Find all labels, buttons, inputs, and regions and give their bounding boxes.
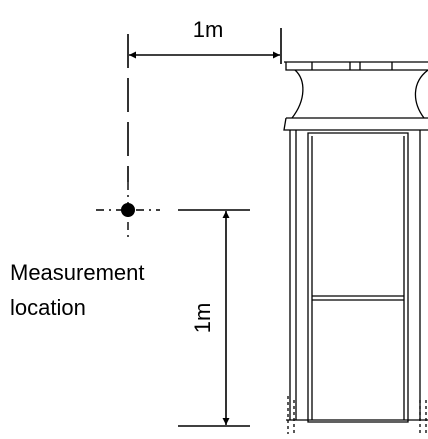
top-ledge (283, 117, 428, 131)
vertical-height-label: 1m (190, 303, 215, 334)
feet (287, 396, 427, 434)
measurement-dot (121, 203, 135, 217)
measurement-label-line2: location (10, 295, 86, 320)
panel-divider (312, 295, 404, 301)
horizontal-dimension: 1m (127, 17, 282, 182)
top-rim (285, 62, 428, 71)
horizontal-distance-label: 1m (193, 17, 224, 42)
front-panel-inner (311, 136, 405, 420)
measurement-point (96, 182, 160, 240)
vertical-dimension: 1m (178, 209, 250, 427)
front-panel (307, 132, 409, 423)
unit-outline (283, 61, 428, 434)
top-grille-lines (311, 62, 393, 70)
right-top-curve (414, 69, 428, 119)
measurement-label-line1: Measurement (10, 260, 145, 285)
left-top-curve (291, 69, 304, 119)
